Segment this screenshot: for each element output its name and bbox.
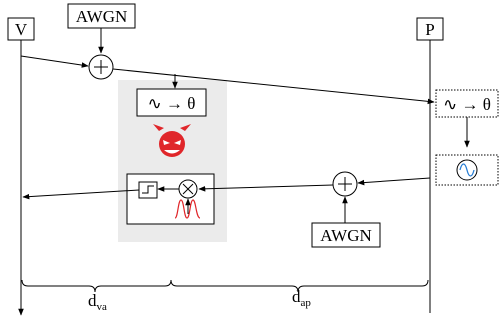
phase-estimator-mid-label: ∿ → θ <box>148 94 196 113</box>
multiply-circle-icon <box>178 179 198 199</box>
attacker-processing-box <box>126 173 215 225</box>
response-to-verifier-line <box>22 189 140 200</box>
double-peak-pulse-icon <box>174 199 201 219</box>
challenge-to-prover-line <box>112 68 435 105</box>
sine-wave-icon <box>456 159 478 181</box>
awgn-top-box <box>67 3 136 29</box>
phase-estimator-right <box>435 89 499 118</box>
distance-ap-label: dap <box>292 287 311 309</box>
brace-d-ap <box>170 279 429 293</box>
awgn-bottom-box <box>311 222 381 248</box>
plus-circle-icon <box>88 54 114 80</box>
response-from-prover-line <box>357 177 431 186</box>
plus-circle-icon <box>332 171 358 197</box>
distance-va-label: dva <box>88 291 107 313</box>
prover-label: P <box>425 20 434 39</box>
awgn-bottom-label: AWGN <box>320 226 372 245</box>
response-to-mixer-line <box>198 184 334 192</box>
challenge-signal-line <box>20 55 89 68</box>
phase-estimator-mid <box>136 88 207 117</box>
brace-d-va <box>21 279 172 293</box>
awgn-top-label: AWGN <box>76 7 128 26</box>
phase-estimator-right-label: ∿ → θ <box>443 95 491 114</box>
step-switch-icon <box>138 181 158 199</box>
devil-face-icon <box>153 124 191 157</box>
verifier-label: V <box>15 20 28 39</box>
